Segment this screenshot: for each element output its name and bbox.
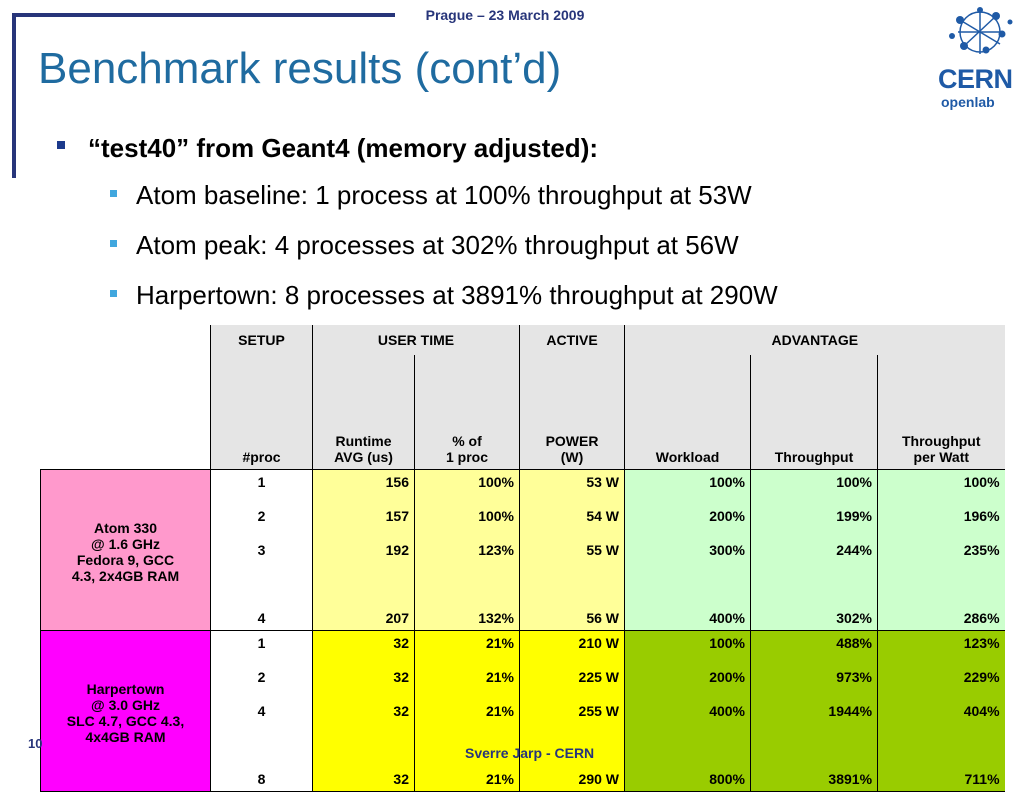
table-row: 3 192 123% 55 W 300% 244% 235% bbox=[41, 538, 1005, 572]
cell-proc: 2 bbox=[210, 665, 313, 699]
cell-proc: 3 bbox=[210, 538, 313, 572]
cell-runtime: 156 bbox=[312, 469, 415, 504]
cell-pct: 21% bbox=[413, 665, 520, 699]
cell-power: 56 W bbox=[519, 572, 625, 631]
cell-tpw: 404% bbox=[877, 699, 1005, 733]
cell-pct: 123% bbox=[413, 538, 520, 572]
cell-power: 210 W bbox=[519, 630, 625, 665]
cell-proc: 4 bbox=[210, 699, 313, 733]
col-power: POWER(W) bbox=[519, 355, 625, 470]
cell-tpw: 711% bbox=[877, 733, 1005, 792]
cell-tpw: 235% bbox=[877, 538, 1005, 572]
cell-power: 225 W bbox=[519, 665, 625, 699]
benchmark-table: SETUP USER TIME ACTIVE ADVANTAGE #proc R… bbox=[40, 325, 1005, 792]
cell-pct: 21% bbox=[413, 630, 520, 665]
header-date: Prague – 23 March 2009 bbox=[425, 7, 585, 23]
cell-workload: 400% bbox=[624, 572, 751, 631]
cell-proc: 8 bbox=[210, 733, 313, 792]
cell-throughput: 488% bbox=[750, 630, 878, 665]
cell-runtime: 32 bbox=[312, 699, 415, 733]
cell-throughput: 100% bbox=[750, 469, 878, 504]
cell-workload: 200% bbox=[624, 665, 751, 699]
table-row: 2 32 21% 225 W 200% 973% 229% bbox=[41, 665, 1005, 699]
cell-power: 290 W bbox=[519, 733, 625, 792]
group-user-time: USER TIME bbox=[311, 325, 520, 355]
group-header-row: SETUP USER TIME ACTIVE ADVANTAGE bbox=[40, 325, 1005, 355]
group-active: ACTIVE bbox=[519, 325, 625, 355]
cell-pct: 21% bbox=[413, 733, 520, 792]
frame-left-bar bbox=[12, 13, 16, 178]
cell-tpw: 286% bbox=[877, 572, 1005, 631]
col-throughput: Throughput bbox=[750, 355, 878, 470]
col-proc: #proc bbox=[210, 355, 313, 470]
cell-runtime: 32 bbox=[312, 630, 415, 665]
main-bullet-text: “test40” from Geant4 (memory adjusted): bbox=[88, 133, 599, 163]
table-row: 2 157 100% 54 W 200% 199% 196% bbox=[41, 504, 1005, 538]
cell-throughput: 973% bbox=[750, 665, 878, 699]
cell-power: 55 W bbox=[519, 538, 625, 572]
cell-power: 53 W bbox=[519, 469, 625, 504]
cell-throughput: 3891% bbox=[750, 733, 878, 792]
cell-workload: 100% bbox=[624, 630, 751, 665]
square-bullet-icon bbox=[110, 240, 117, 247]
frame-top-bar bbox=[12, 13, 395, 17]
cell-runtime: 207 bbox=[312, 572, 415, 631]
cell-workload: 200% bbox=[624, 504, 751, 538]
cell-tpw: 196% bbox=[877, 504, 1005, 538]
cell-power: 255 W bbox=[519, 699, 625, 733]
cell-runtime: 192 bbox=[312, 538, 415, 572]
cell-runtime: 32 bbox=[312, 665, 415, 699]
group-advantage: ADVANTAGE bbox=[624, 325, 1005, 355]
cell-workload: 400% bbox=[624, 699, 751, 733]
sub-bullet-text: Harpertown: 8 processes at 3891% through… bbox=[136, 280, 778, 310]
table-row: 4 32 21% 255 W 400% 1944% 404% bbox=[41, 699, 1005, 733]
cell-pct: 100% bbox=[413, 469, 520, 504]
cell-throughput: 244% bbox=[750, 538, 878, 572]
table-row: 4 207 132% 56 W 400% 302% 286% bbox=[41, 572, 1005, 631]
cell-pct: 100% bbox=[413, 504, 520, 538]
footer-author: Sverre Jarp - CERN bbox=[465, 745, 595, 761]
logo-subtitle: openlab bbox=[941, 94, 995, 110]
sub-bullet-text: Atom baseline: 1 process at 100% through… bbox=[136, 180, 752, 210]
cell-proc: 1 bbox=[210, 469, 313, 504]
cell-proc: 1 bbox=[210, 630, 313, 665]
cell-workload: 800% bbox=[624, 733, 751, 792]
col-workload: Workload bbox=[624, 355, 751, 470]
cell-tpw: 100% bbox=[877, 469, 1005, 504]
cell-proc: 2 bbox=[210, 504, 313, 538]
square-bullet-icon bbox=[110, 190, 117, 197]
cell-proc: 4 bbox=[210, 572, 313, 631]
cell-tpw: 123% bbox=[877, 630, 1005, 665]
cell-workload: 300% bbox=[624, 538, 751, 572]
cell-pct: 132% bbox=[413, 572, 520, 631]
cell-workload: 100% bbox=[624, 469, 751, 504]
logo-wordmark: CERN bbox=[938, 64, 1013, 94]
cell-throughput: 302% bbox=[750, 572, 878, 631]
cell-tpw: 229% bbox=[877, 665, 1005, 699]
group-setup: SETUP bbox=[210, 325, 313, 355]
slide-number: 10 bbox=[28, 736, 43, 751]
square-bullet-icon bbox=[57, 141, 65, 149]
cell-throughput: 199% bbox=[750, 504, 878, 538]
sub-bullet-text: Atom peak: 4 processes at 302% throughpu… bbox=[136, 230, 739, 260]
cell-throughput: 1944% bbox=[750, 699, 878, 733]
slide-title: Benchmark results (cont’d) bbox=[38, 44, 562, 93]
cell-power: 54 W bbox=[519, 504, 625, 538]
square-bullet-icon bbox=[110, 290, 117, 297]
cell-pct: 21% bbox=[413, 699, 520, 733]
cell-runtime: 157 bbox=[312, 504, 415, 538]
cell-runtime: 32 bbox=[312, 733, 415, 792]
cern-openlab-logo-icon bbox=[949, 7, 1013, 54]
